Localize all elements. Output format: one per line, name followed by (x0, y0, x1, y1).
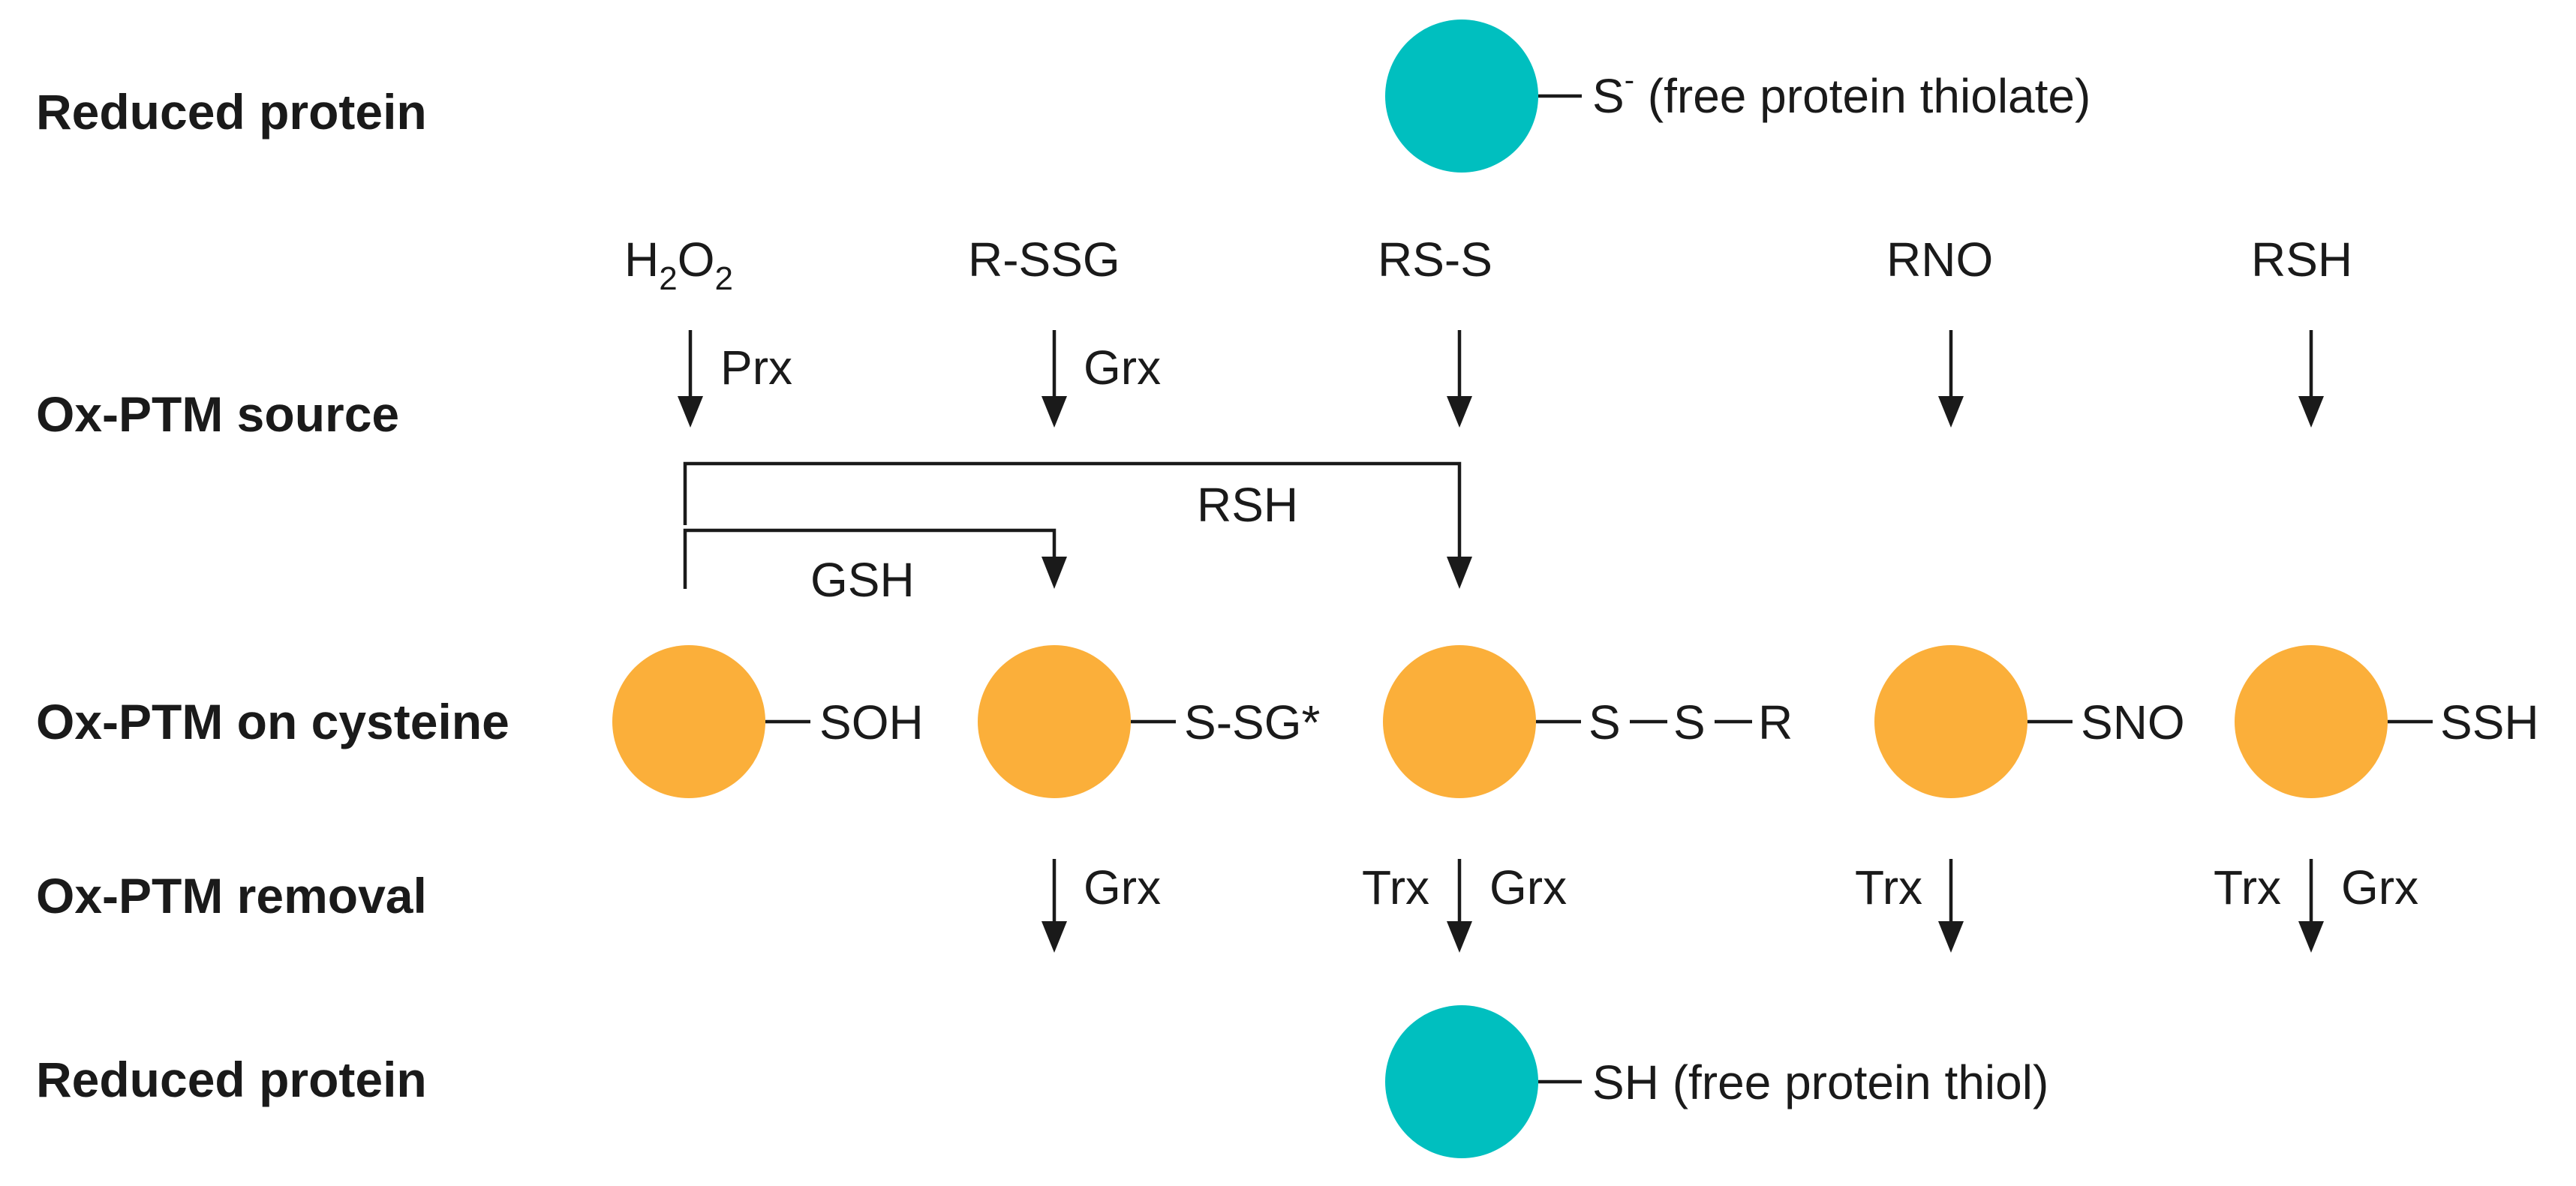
protein-circle-oxidized (1383, 645, 1536, 798)
mod-sno: SNO (2081, 695, 2185, 749)
mod-ssr-r: R (1758, 695, 1793, 749)
mod-s-sg: S-SG* (1184, 695, 1320, 749)
removal-trx-sno: Trx (1855, 860, 1922, 914)
source-rno: RNO (1886, 233, 1993, 287)
bracket-rsh-label: RSH (1197, 478, 1298, 532)
protein-circle-oxidized (1874, 645, 2027, 798)
enzyme-grx-source: Grx (1084, 341, 1161, 395)
bracket-rsh-arrow (683, 461, 1472, 589)
removal-arrow-s-sg (1042, 859, 1067, 953)
thiol-label: SH (free protein thiol) (1592, 1055, 2048, 1109)
source-arrow-r-ssg (1042, 330, 1067, 428)
cysteine-s-s-r: S S R (1383, 645, 1793, 798)
removal-grx-ssr: Grx (1489, 860, 1567, 914)
protein-circle-reduced (1385, 1005, 1538, 1158)
removal-arrow-s-s-r (1447, 859, 1472, 953)
source-arrow-h2o2 (678, 330, 703, 428)
cysteine-soh: SOH (612, 645, 924, 798)
row-label-ox-ptm-on-cysteine: Ox-PTM on cysteine (36, 694, 509, 749)
source-h2o2: H2O2 (624, 233, 733, 297)
source-rsh: RSH (2251, 233, 2352, 287)
row-label-reduced-top: Reduced protein (36, 84, 427, 140)
source-arrow-rs-s (1447, 330, 1472, 428)
reduced-protein-thiolate: S- (free protein thiolate) (1385, 20, 2091, 173)
mod-ssr-s2: S (1673, 695, 1706, 749)
protein-circle-reduced (1385, 20, 1538, 173)
mod-ssh: SSH (2440, 695, 2539, 749)
removal-trx-ssr: Trx (1362, 860, 1429, 914)
thiolate-label: S- (free protein thiolate) (1592, 64, 2091, 123)
protein-circle-oxidized (978, 645, 1131, 798)
cysteine-sno: SNO (1874, 645, 2185, 798)
row-label-ox-ptm-source: Ox-PTM source (36, 386, 399, 442)
source-rs-s: RS-S (1378, 233, 1492, 287)
removal-grx-ssg: Grx (1084, 860, 1161, 914)
row-label-ox-ptm-removal: Ox-PTM removal (36, 868, 427, 923)
removal-arrow-sno (1938, 859, 1964, 953)
protein-circle-oxidized (2235, 645, 2388, 798)
source-arrow-rno (1938, 330, 1964, 428)
bracket-gsh-label: GSH (810, 553, 915, 607)
bracket-gsh-arrow (683, 528, 1067, 589)
cysteine-ssh: SSH (2235, 645, 2539, 798)
removal-arrow-ssh (2298, 859, 2324, 953)
reduced-protein-thiol: SH (free protein thiol) (1385, 1005, 2048, 1158)
mod-soh: SOH (819, 695, 924, 749)
source-arrow-rsh (2298, 330, 2324, 428)
removal-trx-ssh: Trx (2214, 860, 2281, 914)
removal-grx-ssh: Grx (2341, 860, 2418, 914)
enzyme-prx: Prx (720, 341, 792, 395)
cysteine-s-sg: S-SG* (978, 645, 1320, 798)
mod-ssr-s1: S (1589, 695, 1621, 749)
row-label-reduced-bottom: Reduced protein (36, 1052, 427, 1107)
protein-circle-oxidized (612, 645, 765, 798)
source-r-ssg: R-SSG (968, 233, 1120, 287)
